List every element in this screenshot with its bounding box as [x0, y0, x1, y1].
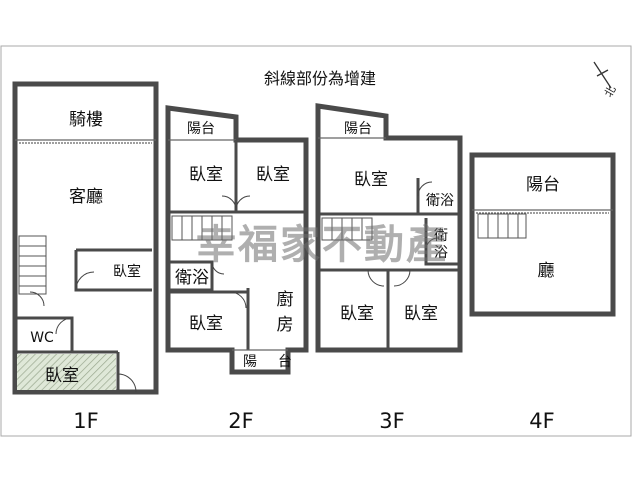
4f-stairs	[477, 213, 527, 239]
2f-kitchen-label-1: 廚	[277, 289, 294, 310]
floor-2f: 陽台 臥室 臥室 衛浴 臥室 廚 房 陽 台 2F	[165, 105, 309, 433]
2f-balcony-bottom-label-1: 陽	[243, 354, 257, 370]
floor-label-2f: 2F	[228, 409, 253, 433]
1f-living-label: 客廳	[69, 187, 103, 207]
floor-label-1f: 1F	[73, 409, 98, 433]
1f-outer-wall	[12, 81, 159, 395]
floor-3f: 陽台 臥室 衛浴 衛 浴 臥室 臥室 3F	[315, 103, 463, 433]
frame-border	[0, 45, 632, 437]
3f-bath-mid-label-2: 浴	[434, 245, 448, 261]
floor-4f: 陽台 廳 4F	[469, 152, 616, 433]
2f-bedroom-left-label: 臥室	[189, 165, 223, 185]
1f-wc-label: WC	[30, 330, 54, 346]
4f-outer-wall	[469, 152, 616, 317]
2f-stairs	[171, 215, 233, 241]
2f-bath-label: 衛浴	[175, 268, 209, 288]
watermark-text: 幸福家不動產	[196, 222, 448, 268]
1f-stairs	[18, 235, 47, 295]
north-arrow-icon: 北	[593, 61, 619, 100]
2f-bedroom-right-label: 臥室	[256, 165, 290, 185]
3f-stairs	[321, 217, 373, 241]
3f-bath-mid-label-1: 衛	[434, 228, 448, 244]
floor-1f: 騎樓 客廳 臥室 WC 臥室 1F	[12, 81, 159, 433]
3f-outer-wall	[315, 103, 463, 353]
3f-balcony-top-label: 陽台	[344, 121, 372, 137]
4f-hall-label: 廳	[538, 261, 555, 281]
3f-bedroom-top-label: 臥室	[354, 170, 388, 190]
floor-label-4f: 4F	[529, 409, 554, 433]
3f-bath-top-label: 衛浴	[426, 193, 454, 209]
1f-annex-bedroom-label: 臥室	[45, 366, 79, 386]
3f-bedroom-bottom-right-label: 臥室	[404, 304, 438, 324]
floor-label-3f: 3F	[379, 409, 404, 433]
2f-kitchen-label-2: 房	[277, 315, 294, 335]
2f-balcony-bottom-label-2: 台	[278, 354, 292, 370]
1f-arcade-label: 騎樓	[69, 110, 103, 130]
4f-balcony-label: 陽台	[526, 175, 560, 195]
north-label: 北	[602, 83, 619, 99]
1f-bedroom-label: 臥室	[113, 263, 141, 280]
2f-bedroom-bottom-label: 臥室	[189, 314, 223, 334]
3f-bedroom-bottom-left-label: 臥室	[340, 304, 374, 324]
2f-balcony-top-label: 陽台	[187, 121, 215, 137]
1f-annex-hatch	[17, 354, 116, 390]
plan-note-title: 斜線部份為增建	[264, 69, 376, 88]
